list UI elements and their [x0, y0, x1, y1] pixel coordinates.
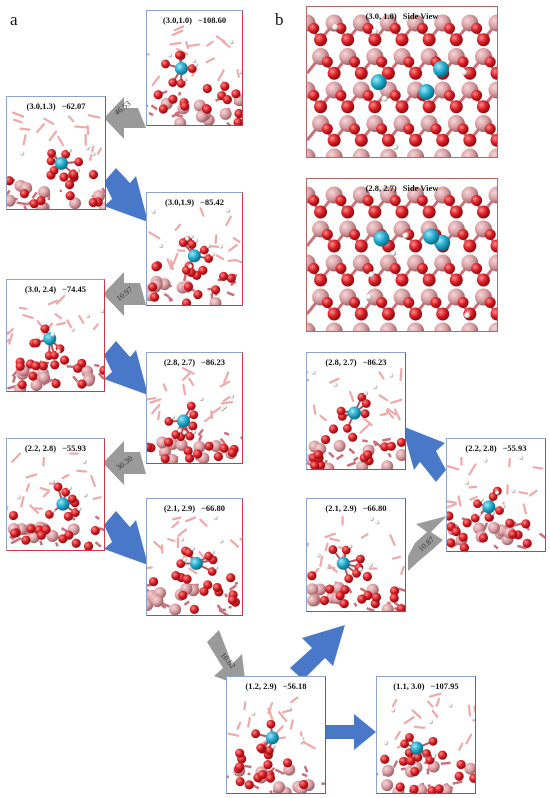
snapshot-b4: (2.2, 2.8) −55.93	[446, 438, 546, 552]
state-coordinate: (2.1, 2.9)	[325, 503, 357, 513]
molecular-snapshot	[447, 455, 545, 551]
molecular-snapshot	[7, 295, 104, 391]
state-energy: −55.93	[62, 443, 87, 453]
molecular-snapshot	[147, 367, 242, 463]
state-coordinate: (1.2, 2.9)	[245, 681, 277, 691]
molecular-snapshot	[307, 367, 405, 469]
snapshot-a3: (3.0,1.9) −85.42	[146, 192, 243, 306]
state-coordinate: (3.0,1.9)	[164, 197, 195, 207]
state-coordinate: (2.8, 2.7)	[365, 183, 397, 193]
snapshot-b5: (2.1, 2.9) −66.80	[306, 498, 406, 612]
molecular-snapshot	[7, 111, 105, 209]
step-arrow-5	[326, 714, 376, 750]
barrier-arrow-2: 10.97	[103, 272, 146, 316]
snapshot-a5: (2.8, 2.7) −86.23	[146, 352, 243, 464]
panel-label-a: a	[10, 10, 18, 29]
step-arrow-6	[402, 426, 446, 482]
snapshot-a2: (3.0,1.3) −62.07	[6, 96, 106, 210]
panel-label-b: b	[275, 10, 284, 29]
snapshot-c1: (1.2, 2.9) −56.18	[226, 676, 326, 794]
state-coordinate: (1.1, 3.0)	[393, 681, 425, 691]
step-arrow-1	[104, 168, 148, 222]
state-energy: −86.23	[362, 357, 387, 367]
molecular-snapshot	[7, 452, 104, 550]
snapshot-c2: (1.1, 3.0) −107.95	[376, 676, 476, 794]
state-coordinate: (2.2, 2.8)	[24, 443, 57, 453]
state-coordinate: (2.8, 2.7)	[325, 357, 357, 367]
barrier-arrow-5: 10.87	[408, 516, 447, 571]
step-arrow-3	[104, 511, 148, 565]
molecular-snapshot	[147, 515, 242, 615]
snapshot-b2-side-view: (2.8, 2.7) Side View	[306, 178, 498, 332]
state-energy: −86.23	[201, 357, 226, 367]
molecular-snapshot	[147, 207, 242, 305]
state-coordinate: (3.0,1.3)	[26, 101, 56, 111]
state-coordinate: (2.8, 2.7)	[163, 357, 196, 367]
state-coordinate: (2.1, 2.9)	[163, 503, 196, 513]
state-energy: −56.18	[282, 681, 307, 691]
state-energy: −107.95	[430, 681, 459, 691]
snapshot-a1: (3.0,1.0) −108.60	[146, 10, 243, 126]
barrier-arrow-3: 30.30	[103, 441, 146, 485]
view-label: Side View	[402, 183, 439, 193]
state-energy: −66.80	[201, 503, 226, 513]
state-energy: −66.80	[362, 503, 387, 513]
snapshot-a6: (2.2, 2.8) −55.93	[6, 438, 105, 551]
state-energy: −108.60	[197, 15, 227, 25]
view-label: Side View	[402, 11, 439, 21]
step-arrow-4	[290, 625, 345, 680]
state-energy: −62.07	[61, 101, 86, 111]
state-coordinate: (3.0, 2.4)	[24, 284, 57, 294]
molecular-snapshot	[307, 516, 405, 611]
molecular-snapshot	[377, 692, 475, 793]
barrier-arrow-1: 46.53	[104, 97, 146, 139]
state-energy: −74.45	[62, 284, 87, 294]
snapshot-b1-side-view: (3.0, 1.0) Side View	[306, 6, 498, 158]
step-arrow-2	[104, 341, 148, 395]
state-coordinate: (3.0,1.0)	[162, 15, 192, 25]
state-coordinate: (2.2, 2.8)	[465, 443, 497, 453]
molecular-snapshot	[227, 696, 325, 793]
state-energy: −85.42	[200, 197, 224, 207]
state-energy: −55.93	[502, 443, 527, 453]
crystal-lattice-side-view	[307, 14, 497, 157]
snapshot-a7: (2.1, 2.9) −66.80	[146, 498, 243, 616]
snapshot-a4: (3.0, 2.4) −74.45	[6, 279, 105, 392]
crystal-lattice-side-view	[307, 186, 497, 331]
state-coordinate: (3.0, 1.0)	[365, 11, 397, 21]
molecular-snapshot	[147, 25, 242, 125]
snapshot-b3: (2.8, 2.7) −86.23	[306, 352, 406, 470]
